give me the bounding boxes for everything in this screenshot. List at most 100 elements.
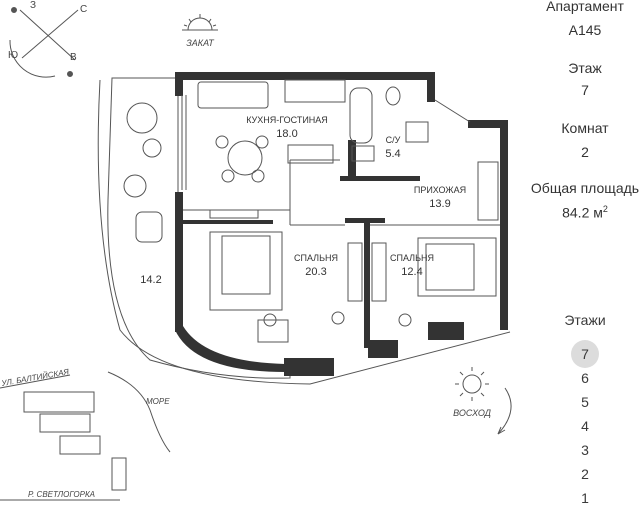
terrace-railing: [97, 79, 511, 385]
terrace-furniture: [123, 102, 163, 243]
sunset-icon: [182, 14, 218, 31]
location-map: [0, 371, 171, 501]
room-name-bathroom: С/У: [386, 135, 401, 145]
wall-left: [175, 192, 183, 332]
wall-bottom-block-3: [428, 322, 464, 340]
wardrobe-bedroom1: [347, 242, 363, 302]
sun-icon: [11, 7, 17, 13]
bathroom-fixtures: [349, 86, 429, 162]
building-block: [111, 457, 127, 491]
wardrobe-bedroom2: [371, 242, 387, 302]
wall-hall-bottom: [345, 218, 385, 223]
lounge-chair-icon: [135, 211, 163, 243]
interior-lines: [181, 95, 500, 226]
bed-mattress: [425, 243, 475, 291]
compass: [9, 7, 79, 78]
kitchen-furniture: [197, 79, 346, 219]
area-label: Общая площадь: [530, 180, 640, 196]
wall-left-top: [175, 72, 183, 96]
room-area-kitchen: 18.0: [276, 128, 297, 140]
street-line: [0, 374, 71, 389]
wall-bedroom1-top: [183, 220, 273, 224]
sunrise-icon: [455, 367, 512, 435]
building-block: [23, 391, 95, 413]
chair-icon: [263, 313, 277, 327]
desk-icon: [257, 319, 289, 343]
compass-arc: [9, 39, 56, 78]
bed-mattress: [221, 235, 271, 295]
walls: [175, 72, 508, 376]
washer-icon: [351, 145, 375, 162]
room-area-terrace: 14.2: [140, 274, 161, 286]
chair-icon: [255, 135, 269, 149]
coastline: [107, 371, 171, 453]
area-unit-sup: 2: [602, 204, 608, 214]
bed-icon: [417, 237, 497, 297]
compass-axis-ne-sw: [21, 9, 79, 59]
wall-curved: [175, 326, 285, 372]
floors-title: Этажи: [564, 312, 606, 328]
wall-bottom-block-2: [368, 340, 398, 358]
plant-icon: [126, 102, 158, 134]
chair-icon: [398, 313, 412, 327]
floor-label: Этаж: [568, 60, 602, 76]
compass-south: Ю: [8, 50, 18, 61]
room-name-bedroom1: СПАЛЬНЯ: [294, 253, 338, 263]
wardrobe-hall: [477, 161, 499, 221]
bed-icon: [209, 231, 283, 311]
wall-top: [175, 72, 435, 80]
compass-axis-nw-se: [19, 9, 76, 61]
wall-bedroom-divider: [364, 218, 370, 348]
apartment-label: Апартамент: [546, 0, 624, 14]
room-name-kitchen: КУХНЯ-ГОСТИНАЯ: [246, 115, 328, 125]
room-area-hall: 13.9: [429, 198, 450, 210]
chair-icon: [251, 169, 265, 183]
building-block: [39, 413, 91, 433]
street-label: УЛ. БАЛТИЙСКАЯ: [0, 367, 70, 388]
floor-button-1[interactable]: 1: [581, 490, 589, 506]
toilet-icon: [385, 86, 401, 106]
floor-button-5[interactable]: 5: [581, 394, 589, 410]
sun-icon: [67, 71, 73, 77]
chair-icon: [215, 135, 229, 149]
compass-east: В: [70, 52, 77, 63]
bedroom-furniture: [209, 231, 497, 343]
floor-value: 7: [581, 82, 589, 98]
apartment-value: А145: [568, 22, 602, 38]
wall-bath-bottom: [340, 176, 420, 181]
floor-button-4[interactable]: 4: [581, 418, 589, 434]
floor-button-2[interactable]: 2: [581, 466, 589, 482]
floor-button-6[interactable]: 6: [581, 370, 589, 386]
floor-button-3[interactable]: 3: [581, 442, 589, 458]
wall-right-top: [468, 120, 508, 128]
room-area-bathroom: 5.4: [385, 148, 400, 160]
chair-icon: [331, 311, 345, 325]
rooms-label: Комнат: [561, 120, 609, 136]
bathtub-icon: [349, 87, 373, 144]
sink-icon: [405, 121, 429, 143]
river-label: Р. СВЕТЛОГОРКА: [28, 490, 95, 499]
floor-button-7[interactable]: 7: [571, 340, 599, 368]
chair-icon: [221, 169, 235, 183]
kitchen-counter-lower: [287, 144, 334, 164]
compass-north: С: [80, 4, 87, 15]
rooms-value: 2: [581, 144, 589, 160]
wall-bottom-block: [284, 358, 334, 376]
tv-stand: [209, 209, 259, 219]
room-name-hall: ПРИХОЖАЯ: [414, 185, 466, 195]
sea-label: МОРЕ: [146, 397, 170, 406]
area-value: 84.2 м2: [530, 204, 640, 221]
floor-plan-drawing: З С Ю В ЗАКАТ: [0, 0, 512, 501]
sunrise-arc: [497, 387, 512, 435]
sofa-icon: [197, 81, 269, 109]
wall-top-right: [427, 72, 435, 102]
chair-icon: [142, 138, 162, 158]
table-icon: [123, 174, 147, 198]
sunset-label: ЗАКАТ: [186, 38, 215, 48]
room-area-bedroom1: 20.3: [305, 266, 326, 278]
room-area-bedroom2: 12.4: [401, 266, 422, 278]
wall-right: [500, 120, 508, 330]
room-name-bedroom2: СПАЛЬНЯ: [390, 253, 434, 263]
compass-west: З: [30, 0, 36, 11]
